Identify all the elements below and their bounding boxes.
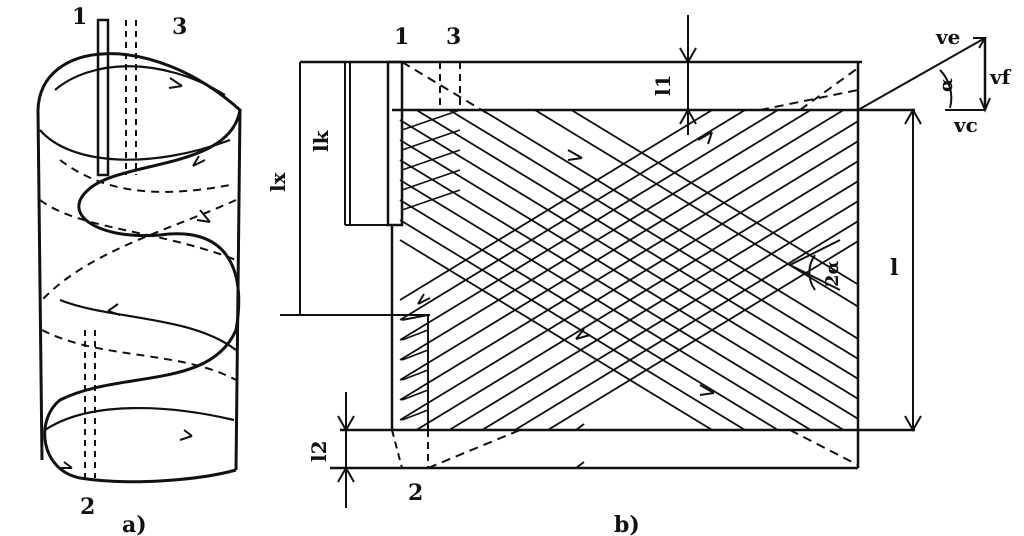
- angle-2alpha-label: 2α: [822, 260, 843, 287]
- fig-a-caption: a): [122, 512, 147, 536]
- fig-b-point-3: 3: [446, 24, 461, 50]
- fig-b-point-1: 1: [394, 24, 409, 50]
- zigzag-hatch: [401, 109, 461, 421]
- hatch-ascending: [399, 110, 858, 430]
- vector-vf-label: vf: [989, 65, 1012, 89]
- fig-b-point-2: 2: [408, 480, 423, 506]
- figure-b-development: l1 l lk lx l2 ve vf vc α 2α 1 3 2 b): [266, 15, 1012, 536]
- dim-l1-label: l1: [651, 74, 675, 96]
- dim-l2-label: l2: [307, 440, 331, 462]
- vector-ve-label: ve: [935, 25, 960, 49]
- dim-lx-label: lx: [266, 171, 290, 192]
- fig-a-point-3: 3: [172, 14, 187, 40]
- figure-a-cylinder: 1 3 2 a): [36, 4, 242, 536]
- fig-a-point-1: 1: [72, 4, 87, 30]
- fig-b-caption: b): [614, 512, 640, 536]
- dim-lk-label: lk: [309, 129, 333, 152]
- fig-a-point-2: 2: [80, 494, 95, 520]
- angle-alpha-label: α: [936, 78, 957, 92]
- dim-l-label: l: [890, 255, 898, 281]
- vector-vc-label: vc: [953, 113, 978, 137]
